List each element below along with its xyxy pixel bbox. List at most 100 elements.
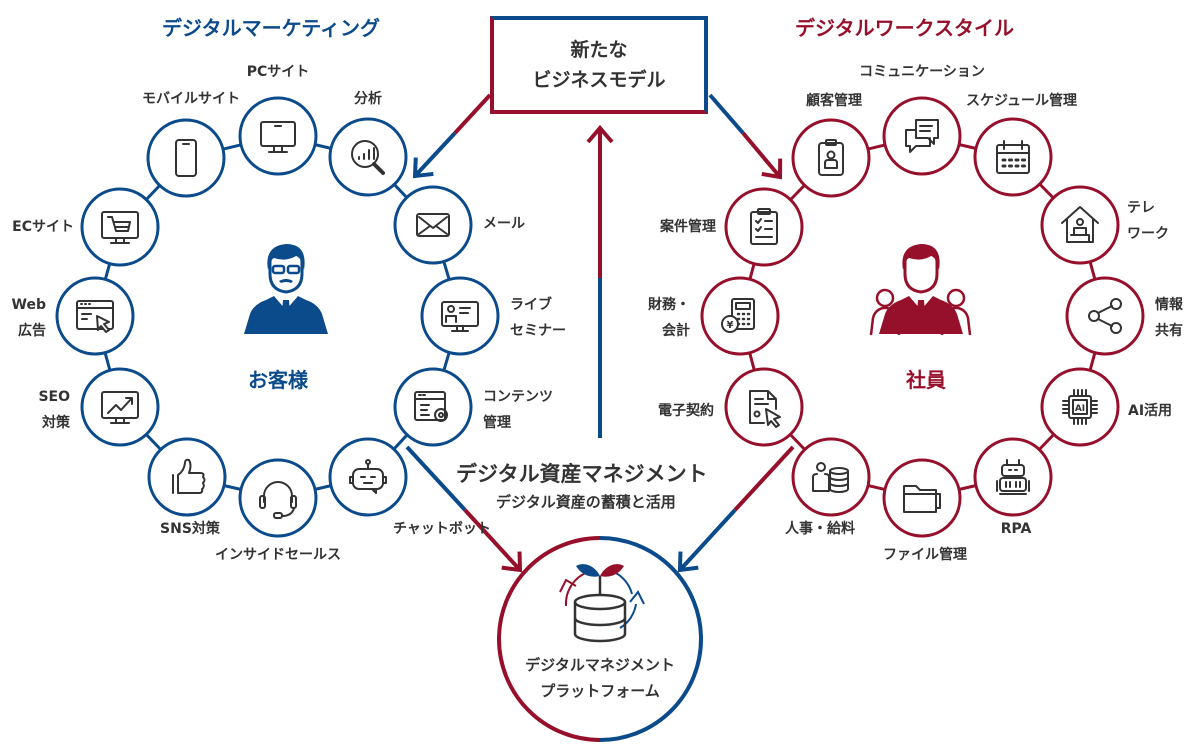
workstyle-node-label-7: ファイル管理 <box>825 544 1025 566</box>
robot-icon <box>996 459 1030 495</box>
workstyle-node-label-10-line: 財務・ <box>648 297 690 313</box>
marketing-node-label-1: PCサイト <box>178 61 378 83</box>
workstyle-node-label-9-line: 電子契約 <box>658 403 714 419</box>
marketing-node-1 <box>238 96 318 176</box>
platform-label: デジタルマネジメント プラットフォーム <box>510 652 690 704</box>
customer-person-icon <box>244 244 328 334</box>
marketing-node-label-5-line: 管理 <box>483 415 511 431</box>
arrow-customers-to-platform-red-segment <box>463 508 522 572</box>
customer-label: お客様 <box>248 368 308 392</box>
headset-icon <box>259 481 297 519</box>
folder-icon <box>903 485 941 513</box>
marketing-node-label-8-line: SNS対策 <box>160 521 220 537</box>
chat-bubbles-icon <box>905 119 939 153</box>
marketing-node-8 <box>147 437 227 517</box>
workstyle-node-label-4-line: 共有 <box>1155 323 1183 339</box>
workstyle-node-label-12-line: 顧客管理 <box>806 93 862 109</box>
marketing-node-label-7: インサイドセールス <box>178 544 378 566</box>
platform-label-line2: プラットフォーム <box>540 682 660 700</box>
workstyle-node-circle <box>882 96 962 176</box>
workstyle-node-label-6-line: RPA <box>1000 521 1032 537</box>
workstyle-node-circle <box>1040 367 1120 447</box>
workstyle-node-label-1: コミュニケーション <box>822 61 1022 83</box>
marketing-node-label-12-line: モバイルサイト <box>142 91 240 107</box>
workstyle-node-circle <box>724 187 804 267</box>
arrow-head-to-customers <box>412 157 434 179</box>
live-seminar-icon <box>441 301 479 332</box>
marketing-node-6 <box>328 437 408 517</box>
marketing-node-9 <box>80 367 160 447</box>
ai-chip-icon: AI <box>1062 389 1098 425</box>
workstyle-node-10: ¥ <box>700 276 780 356</box>
workstyle-node-3 <box>1040 185 1120 265</box>
web-ad-cursor-icon <box>76 300 114 333</box>
marketing-node-circle <box>147 437 227 517</box>
workstyle-node-4 <box>1065 276 1145 356</box>
arrow-head-up-to-box <box>586 124 614 144</box>
arrow-box-to-customers-blue-segment <box>413 131 457 178</box>
marketing-node-label-1-line: PCサイト <box>246 64 310 80</box>
arrow-box-to-employees-blue-segment <box>708 93 745 135</box>
marketing-node-5 <box>393 367 473 447</box>
marketing-node-label-9-line: SEO <box>38 389 70 405</box>
workstyle-node-label-3-line: ワーク <box>1127 226 1169 242</box>
workstyle-node-8 <box>791 437 871 517</box>
marketing-node-label-4-line: ライブ <box>510 297 552 313</box>
marketing-node-circle <box>420 276 500 356</box>
marketing-node-circle <box>393 367 473 447</box>
person-database-icon <box>812 462 849 493</box>
workstyle-node-label-3-line: テレ <box>1127 200 1155 216</box>
platform-label-line1: デジタルマネジメント <box>525 656 675 674</box>
employee-label: 社員 <box>906 368 946 392</box>
marketing-node-label-5-line: コンテンツ <box>483 389 553 405</box>
shopping-cart-monitor-icon <box>101 211 139 244</box>
marketing-node-label-10-line: Web <box>11 297 46 313</box>
platform-circle-left-half <box>497 536 601 742</box>
id-badge-icon <box>818 139 844 176</box>
svg-text:AI: AI <box>1075 404 1085 414</box>
marketing-node-circle <box>80 367 160 447</box>
employee-person-icon <box>879 244 963 334</box>
marketing-node-label-2-line: 分析 <box>354 91 382 107</box>
workstyle-node-label-10-line: 会計 <box>662 323 690 339</box>
marketing-node-10 <box>55 276 135 356</box>
arrow-box-to-employees-red-segment <box>741 131 782 179</box>
workstyle-node-label-9: 電子契約 <box>658 400 714 422</box>
marketing-node-circle <box>328 437 408 517</box>
new-business-model-line2: ビジネスモデル <box>532 69 666 91</box>
workstyle-node-label-11-line: 案件管理 <box>660 219 716 235</box>
workstyle-node-12 <box>791 118 871 198</box>
thumbs-up-icon <box>172 458 206 494</box>
workstyle-node-7 <box>882 458 962 538</box>
marketing-node-label-3: メール <box>483 213 525 235</box>
workstyle-node-label-5-line: AI活用 <box>1128 403 1173 419</box>
workstyle-node-label-4-line: 情報 <box>1155 297 1183 313</box>
workstyle-node-label-2: スケジュール管理 <box>966 90 1077 112</box>
workstyle-node-label-8: 人事・給料 <box>720 518 920 540</box>
arrow-head-to-platform-right <box>677 551 699 573</box>
marketing-node-label-6-line: チャットボット <box>393 521 491 537</box>
smartphone-icon <box>175 139 197 177</box>
marketing-node-label-9: SEO 対策 <box>38 384 70 436</box>
workstyle-node-2 <box>973 117 1053 197</box>
mail-envelope-icon <box>416 213 450 237</box>
arrow-employees-to-platform-red-segment <box>733 445 795 512</box>
document-cursor-icon <box>749 390 781 428</box>
marketing-node-circle <box>55 276 135 356</box>
content-settings-icon <box>414 391 448 422</box>
workstyle-node-1 <box>882 96 962 176</box>
marketing-node-label-8: SNS対策 <box>90 518 290 540</box>
share-icon <box>1088 298 1122 334</box>
arrow-head-to-platform-left <box>501 551 523 573</box>
marketing-node-label-9-line: 対策 <box>42 415 70 431</box>
workstyle-node-label-4: 情報共有 <box>1155 292 1183 344</box>
section-title-digital-workstyle: デジタルワークスタイル <box>795 16 1014 40</box>
calendar-icon <box>996 140 1030 174</box>
marketing-node-12 <box>146 118 226 198</box>
workstyle-node-label-3: テレワーク <box>1127 195 1169 247</box>
calculator-yen-icon: ¥ <box>721 298 755 333</box>
workstyle-node-circle <box>724 367 804 447</box>
